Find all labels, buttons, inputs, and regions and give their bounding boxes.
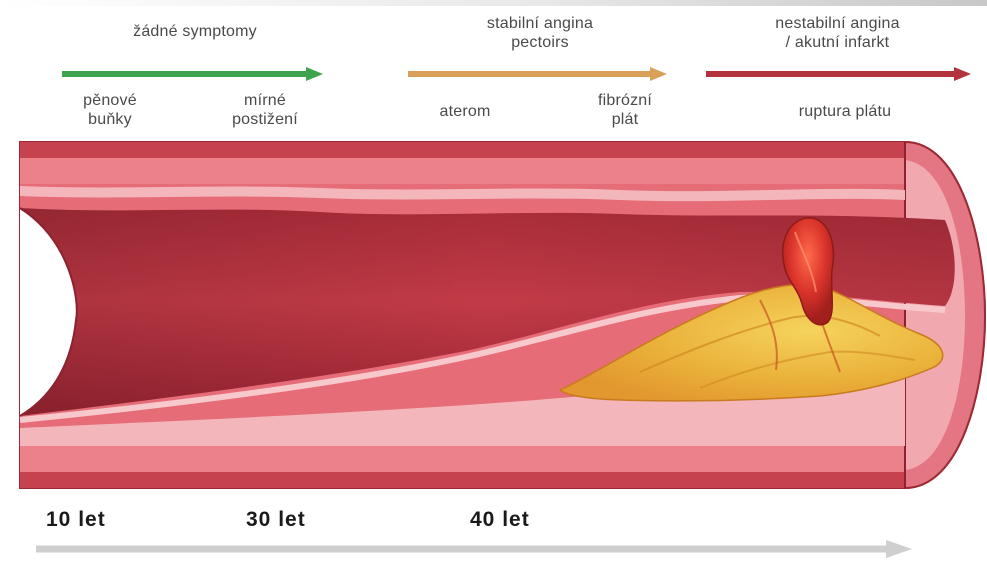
stage-arrow-red: [706, 67, 971, 81]
age-label-30: 30 let: [246, 508, 306, 532]
age-label-10: 10 let: [46, 508, 106, 532]
stage-arrow-orange: [408, 67, 667, 81]
age-label-40: 40 let: [470, 508, 530, 532]
stage-arrow-green: [62, 67, 323, 81]
timeline-arrow: [36, 540, 912, 558]
